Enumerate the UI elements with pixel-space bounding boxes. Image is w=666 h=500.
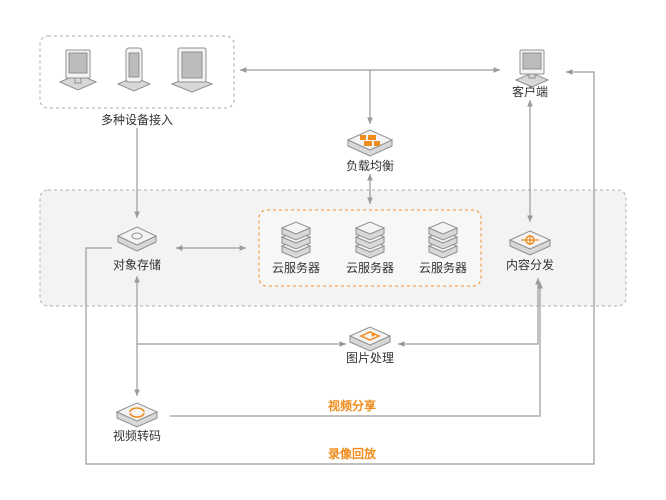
node-content-delivery-label: 内容分发 [506,257,554,272]
node-image-processing-label: 图片处理 [346,351,394,365]
node-cloud-server-2-label: 云服务器 [346,260,394,275]
edge-cdn-imageproc [398,278,541,347]
edge-recording-playback-label: 录像回放 [328,446,377,461]
node-cloud-server-1: 云服务器 [272,221,320,275]
storage-box-icon [116,226,158,252]
server-stack-icon [280,221,312,259]
edge-recording-playback [85,69,595,465]
cdn-hub-icon [508,230,552,256]
load-balancer-icon [346,129,394,157]
server-stack-icon [354,221,386,259]
image-icon [348,326,392,352]
tablet-icon [170,47,214,93]
node-cloud-server-2: 云服务器 [346,221,394,275]
edge-video-share-label: 视频分享 [328,398,376,413]
node-cloud-server-3: 云服务器 [419,221,467,275]
phone-icon [116,47,152,92]
node-object-storage: 对象存储 [113,226,161,272]
node-devices: 多种设备接入 [58,47,214,127]
node-content-delivery: 内容分发 [506,230,554,272]
server-stack-icon [427,221,459,259]
node-client: 客户端 [512,49,550,99]
node-load-balancer-label: 负载均衡 [346,159,394,173]
monitor-icon [58,49,98,91]
transcode-icon [115,402,159,428]
node-image-processing: 图片处理 [346,326,394,365]
edge-video-share [170,282,543,417]
node-cloud-server-3-label: 云服务器 [419,260,467,275]
node-cloud-server-1-label: 云服务器 [272,260,320,275]
node-video-transcoding-label: 视频转码 [113,428,161,443]
connectors [85,67,595,465]
desktop-icon [514,49,550,88]
node-video-transcoding: 视频转码 [113,402,161,443]
node-devices-label: 多种设备接入 [101,112,173,127]
node-object-storage-label: 对象存储 [113,257,161,272]
node-client-label: 客户端 [512,84,548,99]
node-load-balancer: 负载均衡 [346,129,394,173]
